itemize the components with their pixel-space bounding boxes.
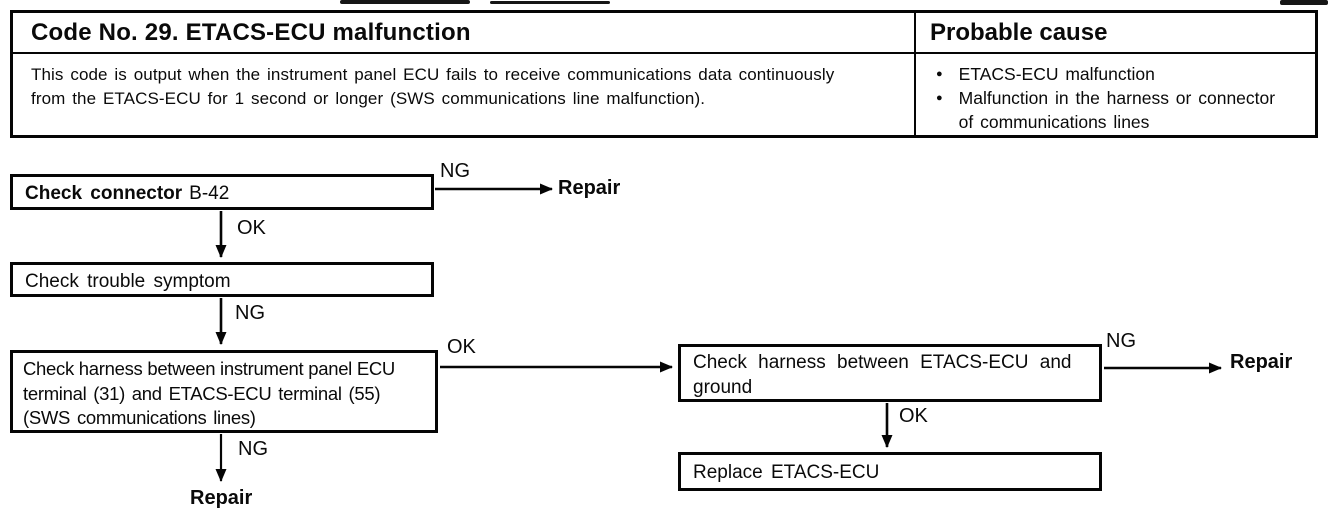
- scan-artifact: [340, 0, 470, 4]
- code-description-line: This code is output when the instrument …: [31, 65, 835, 84]
- probable-cause-text: Malfunction in the harness or connector …: [958, 88, 1276, 132]
- flow-box-check-harness-ground: Check harness between ETACS-ECU and grou…: [678, 344, 1102, 402]
- scan-artifact: [490, 1, 610, 4]
- repair-label: Repair: [190, 487, 253, 509]
- scan-artifact: [1280, 0, 1328, 5]
- check-harness-sws-line: terminal (31) and ETACS-ECU terminal (55…: [23, 382, 381, 404]
- ok-label: OK: [447, 336, 476, 358]
- ng-label: NG: [1106, 330, 1136, 352]
- repair-label: Repair: [558, 177, 621, 199]
- check-trouble-symptom-label: Check trouble symptom: [25, 271, 231, 292]
- probable-cause-text: ETACS-ECU malfunction: [958, 64, 1155, 84]
- ng-label: NG: [238, 438, 268, 460]
- bullet-icon: ●: [936, 92, 943, 104]
- check-harness-ground-line: ground: [693, 377, 753, 398]
- flow-box-check-connector: Check connector B-42: [10, 174, 434, 210]
- code-description-line: from the ETACS-ECU for 1 second or longe…: [31, 89, 706, 108]
- check-harness-ground-line: Check harness between ETACS-ECU and: [693, 352, 1072, 373]
- diagnosis-code-table: Code No. 29. ETACS-ECU malfunction Proba…: [10, 10, 1318, 138]
- bullet-icon: ●: [936, 68, 943, 80]
- replace-etacs-ecu-label: Replace ETACS-ECU: [693, 462, 880, 483]
- probable-cause-list: ● ETACS-ECU malfunction ● Malfunction in…: [916, 54, 1315, 135]
- probable-cause-title: Probable cause: [916, 13, 1315, 54]
- code-description: This code is output when the instrument …: [13, 54, 916, 135]
- flow-box-check-harness-sws: Check harness between instrument panel E…: [10, 350, 438, 433]
- probable-cause-item: ● ETACS-ECU malfunction: [930, 62, 1315, 86]
- ng-label: NG: [440, 160, 470, 182]
- flow-box-replace-etacs-ecu: Replace ETACS-ECU: [678, 452, 1102, 491]
- ok-label: OK: [237, 217, 266, 239]
- check-connector-label: Check connector: [25, 183, 183, 204]
- repair-label: Repair: [1230, 351, 1293, 373]
- ng-label: NG: [235, 302, 265, 324]
- ok-label: OK: [899, 405, 928, 427]
- probable-cause-item: ● Malfunction in the harness or connecto…: [930, 86, 1315, 134]
- connector-id: B-42: [189, 183, 230, 204]
- code-title: Code No. 29. ETACS-ECU malfunction: [13, 13, 916, 54]
- check-harness-sws-line: Check harness between instrument panel E…: [23, 358, 395, 379]
- check-harness-sws-line: (SWS communications lines): [23, 407, 256, 428]
- flow-box-check-trouble-symptom: Check trouble symptom: [10, 262, 434, 297]
